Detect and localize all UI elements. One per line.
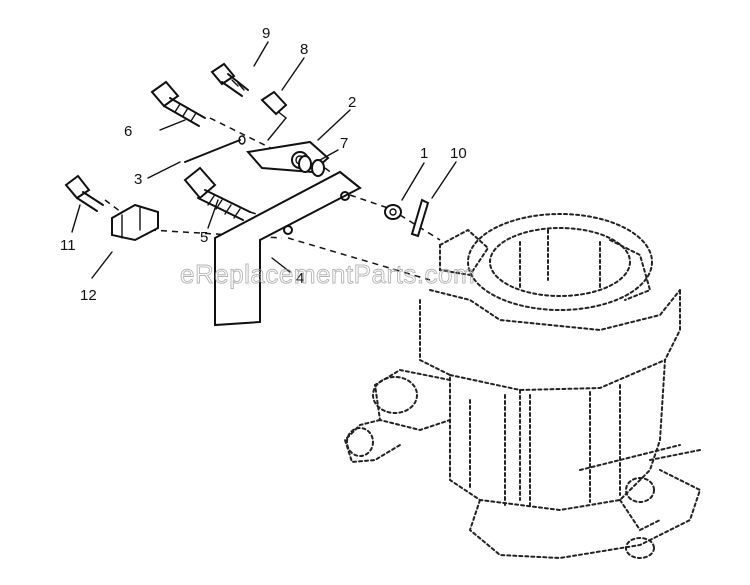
bushing <box>298 155 325 177</box>
callout-1: 1 <box>420 145 428 162</box>
watermark-text: eReplacementParts.com <box>180 259 475 289</box>
callout-9: 9 <box>262 25 270 42</box>
callout-12: 12 <box>80 287 97 304</box>
washer <box>384 204 402 220</box>
small-bolt <box>210 62 249 97</box>
callout-8: 8 <box>300 41 308 58</box>
callout-7: 7 <box>340 135 348 152</box>
long-bolt <box>150 80 206 127</box>
bracket-plate <box>214 170 362 327</box>
short-bolt <box>64 174 104 212</box>
spring-clip <box>111 203 159 242</box>
callout-labels: 1 2 3 4 5 6 7 8 9 10 11 12 <box>60 25 467 304</box>
cotter-pin <box>184 135 246 163</box>
callout-3: 3 <box>134 171 142 188</box>
carburetor-outline <box>343 213 702 560</box>
leader-lines <box>71 41 457 279</box>
clevis-pin <box>410 198 430 238</box>
callout-6: 6 <box>124 123 132 140</box>
large-bolt <box>183 166 251 221</box>
callout-10: 10 <box>450 145 467 162</box>
callout-4: 4 <box>296 270 304 287</box>
spacer-nut <box>260 90 288 116</box>
callout-5: 5 <box>200 229 208 246</box>
callout-2: 2 <box>348 94 356 111</box>
callout-11: 11 <box>60 237 76 254</box>
assembly-lines <box>104 117 441 281</box>
